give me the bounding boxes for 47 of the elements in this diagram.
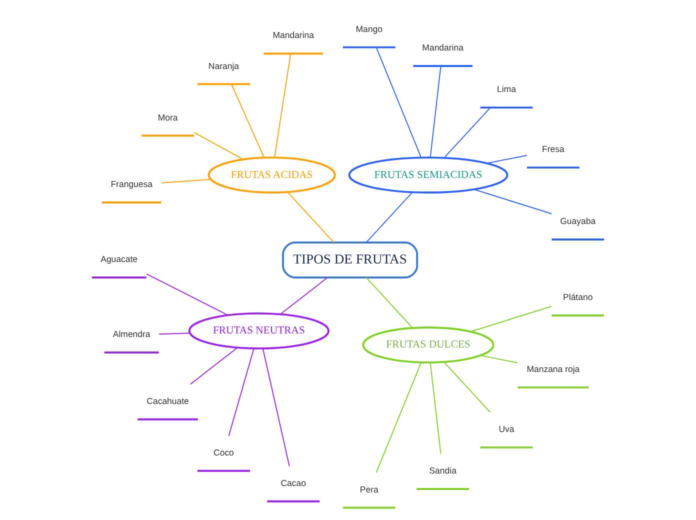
- node-text: Almendra: [112, 329, 150, 340]
- connector: [228, 348, 254, 436]
- connector: [274, 54, 292, 158]
- connector: [262, 348, 290, 467]
- node-text: Manzana roja: [526, 364, 580, 374]
- node-text: Plátano: [563, 292, 593, 302]
- connector: [366, 277, 414, 328]
- connector: [366, 192, 413, 243]
- node-text: Cacahuate: [146, 396, 189, 406]
- connector: [190, 347, 238, 385]
- node-text: Aguacate: [100, 254, 138, 264]
- connector: [194, 132, 244, 160]
- node-text: Mandarina: [272, 30, 314, 40]
- node-text: Naranja: [208, 60, 240, 71]
- connector: [473, 188, 552, 214]
- connector: [158, 332, 190, 335]
- node-ellipse: FRUTAS DULCES: [362, 326, 494, 364]
- connector: [280, 277, 328, 315]
- node-text: Mora: [158, 112, 178, 122]
- connector: [486, 154, 528, 164]
- node-text: Mandarina: [422, 42, 464, 53]
- connector: [430, 362, 442, 454]
- connector: [376, 362, 422, 474]
- node-box: TIPOS DE FRUTAS: [282, 242, 418, 278]
- connector: [444, 362, 491, 413]
- connector: [161, 178, 211, 184]
- connector: [470, 306, 552, 332]
- node-text: Lima: [497, 84, 516, 94]
- node-ellipse: FRUTAS ACIDAS: [208, 156, 336, 194]
- node-text: Uva: [498, 424, 514, 434]
- node-ellipse: FRUTAS SEMIACIDAS: [348, 156, 508, 194]
- node-text: Mango: [356, 24, 382, 34]
- connector: [430, 66, 442, 158]
- node-text: Cacao: [280, 478, 306, 488]
- node-text: Fresa: [542, 144, 564, 154]
- connector: [444, 107, 491, 158]
- node-text: Sandia: [429, 466, 456, 476]
- connector: [287, 192, 334, 243]
- node-text: Guayaba: [560, 216, 596, 226]
- node-text: Pera: [360, 484, 378, 494]
- node-text: Franguesa: [110, 179, 152, 190]
- connector: [480, 354, 518, 364]
- connector: [146, 274, 228, 316]
- connector: [231, 84, 265, 158]
- node-text: Coco: [214, 447, 234, 458]
- connector: [376, 46, 422, 158]
- node-ellipse: FRUTAS NEUTRAS: [188, 312, 330, 350]
